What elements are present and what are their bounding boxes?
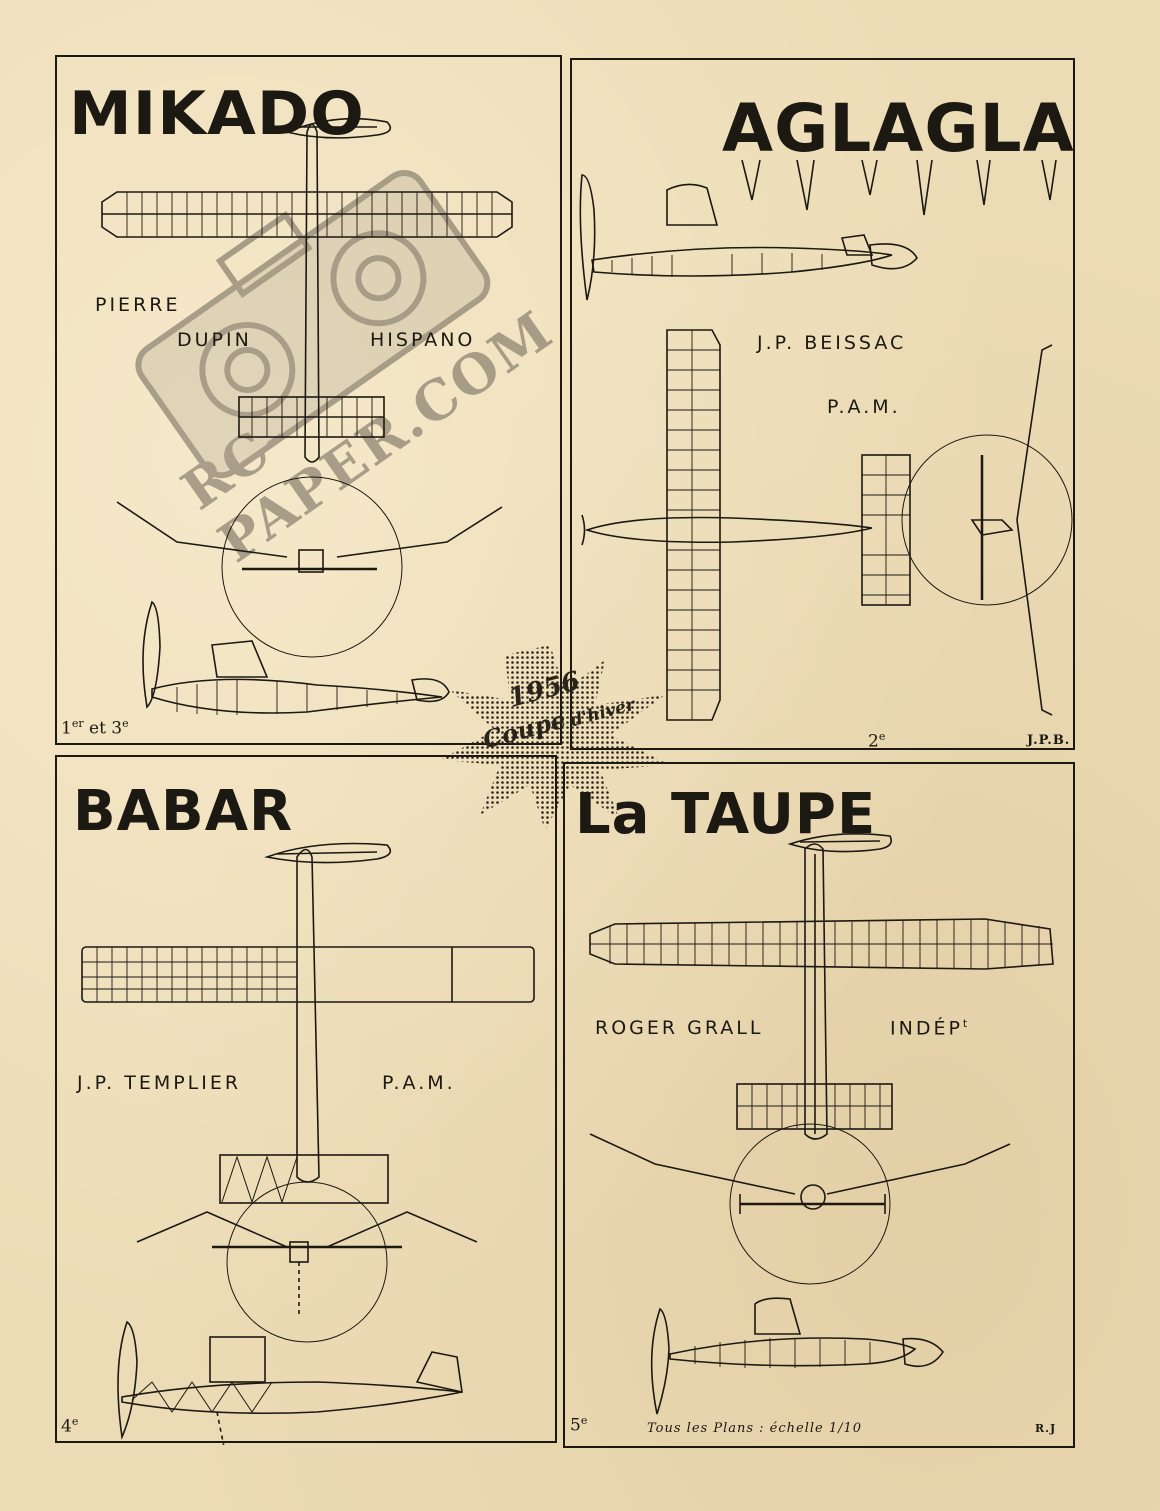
rank-label: 5e [570,1414,588,1436]
panel-babar: BABAR J.P. TEMPLIER P.A.M. 4e [55,755,557,1445]
rank-label: 2e [868,730,886,752]
watermark-camera-icon [135,170,491,479]
artist-signature: R.J [1035,1422,1057,1435]
panel-mikado: MIKADO PIERRE DUPIN HISPANO 1er et 3e [55,55,562,745]
builder-last-name: DUPIN [177,329,252,351]
club-name: P.A.M. [382,1072,456,1094]
coupe-badge: 1956 Coupe d'hiver [430,635,680,835]
club-name: P.A.M. [827,396,901,418]
watermark-stamp: RC-PAPER.COM [100,140,564,575]
club-name: HISPANO [370,329,476,351]
builder-name: J.P. BEISSAC [757,332,907,354]
starburst-icon [440,645,670,830]
plan-title: BABAR [73,779,294,844]
aglagla-plan-drawing [579,159,1073,721]
mikado-plan-drawing [101,117,513,715]
babar-plan-drawing [81,842,535,1445]
plan-title: AGLAGLA [722,90,1075,167]
panel-la-taupe: La TAUPE ROGER GRALL INDÉPt 5e Tous les … [563,762,1075,1448]
builder-name: J.P. TEMPLIER [77,1072,242,1094]
builder-name: ROGER GRALL [595,1017,764,1039]
builder-first-name: PIERRE [95,294,181,316]
panel-aglagla: AGLAGLA J.P. BEISSAC P.A.M. 2e J.P.B. [570,58,1075,752]
artist-signature: J.P.B. [1027,733,1071,748]
la-taupe-plan-drawing [589,833,1054,1415]
rank-label: 1er et 3e [61,717,129,739]
scale-note: Tous les Plans : échelle 1/10 [647,1421,863,1436]
club-name: INDÉPt [890,1017,971,1040]
rank-label: 4e [61,1415,79,1437]
